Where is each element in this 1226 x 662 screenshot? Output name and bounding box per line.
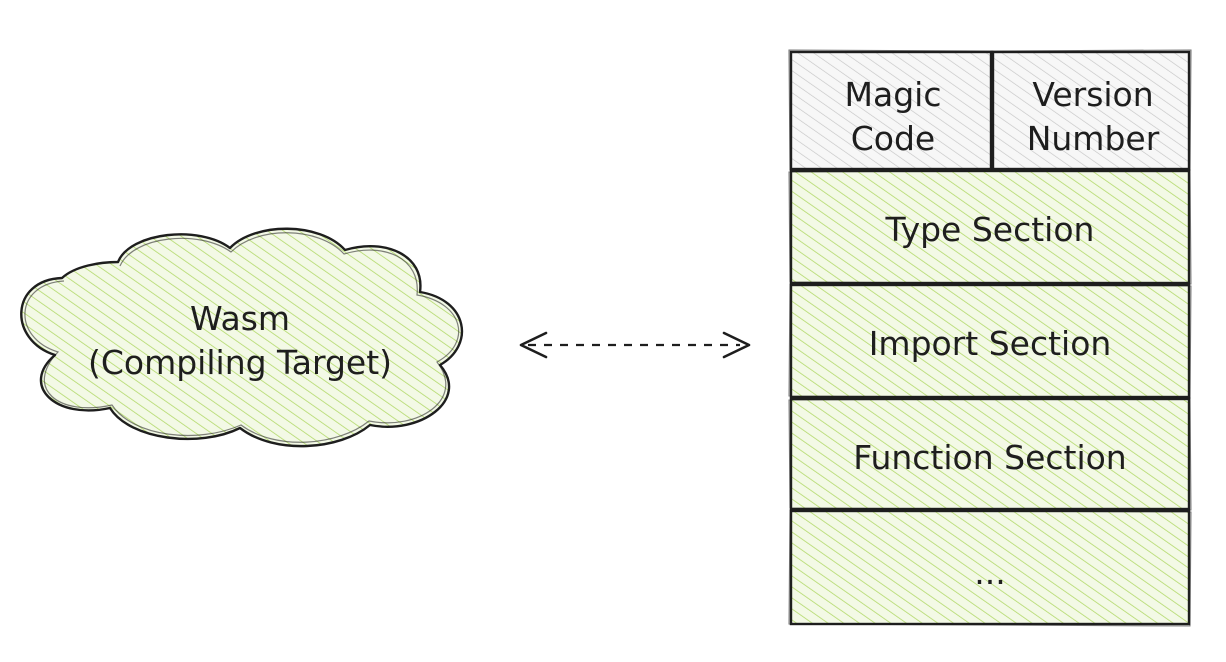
function-section-label: Function Section (853, 438, 1126, 477)
bidirectional-arrow (519, 331, 751, 359)
magic-code-line1: Magic (845, 75, 942, 114)
more-sections-label: ... (974, 553, 1005, 592)
cloud-shape-sketch-stroke (24, 232, 460, 443)
version-number-line1: Version (1032, 75, 1153, 114)
type-section-label: Type Section (885, 210, 1095, 249)
arrow-head-right (722, 331, 751, 359)
cloud-label-line2: (Compiling Target) (88, 343, 392, 382)
import-section-label: Import Section (869, 324, 1112, 363)
version-number-line2: Number (1027, 119, 1160, 158)
function-section: Function Section (788, 397, 1192, 511)
module-layout: Magic Code Version Number Type Section I… (788, 49, 1192, 627)
wasm-cloud: Wasm (Compiling Target) (20, 227, 464, 448)
cloud-label-line1: Wasm (190, 299, 290, 338)
more-sections: ... (788, 509, 1192, 627)
cloud-shape-hatch (20, 227, 464, 448)
arrow-head-left (519, 331, 548, 359)
import-section: Import Section (788, 283, 1192, 399)
magic-code-line2: Code (851, 119, 935, 158)
version-number-cell: Version Number (990, 49, 1192, 172)
magic-code-cell: Magic Code (788, 49, 994, 172)
type-section: Type Section (788, 169, 1192, 285)
